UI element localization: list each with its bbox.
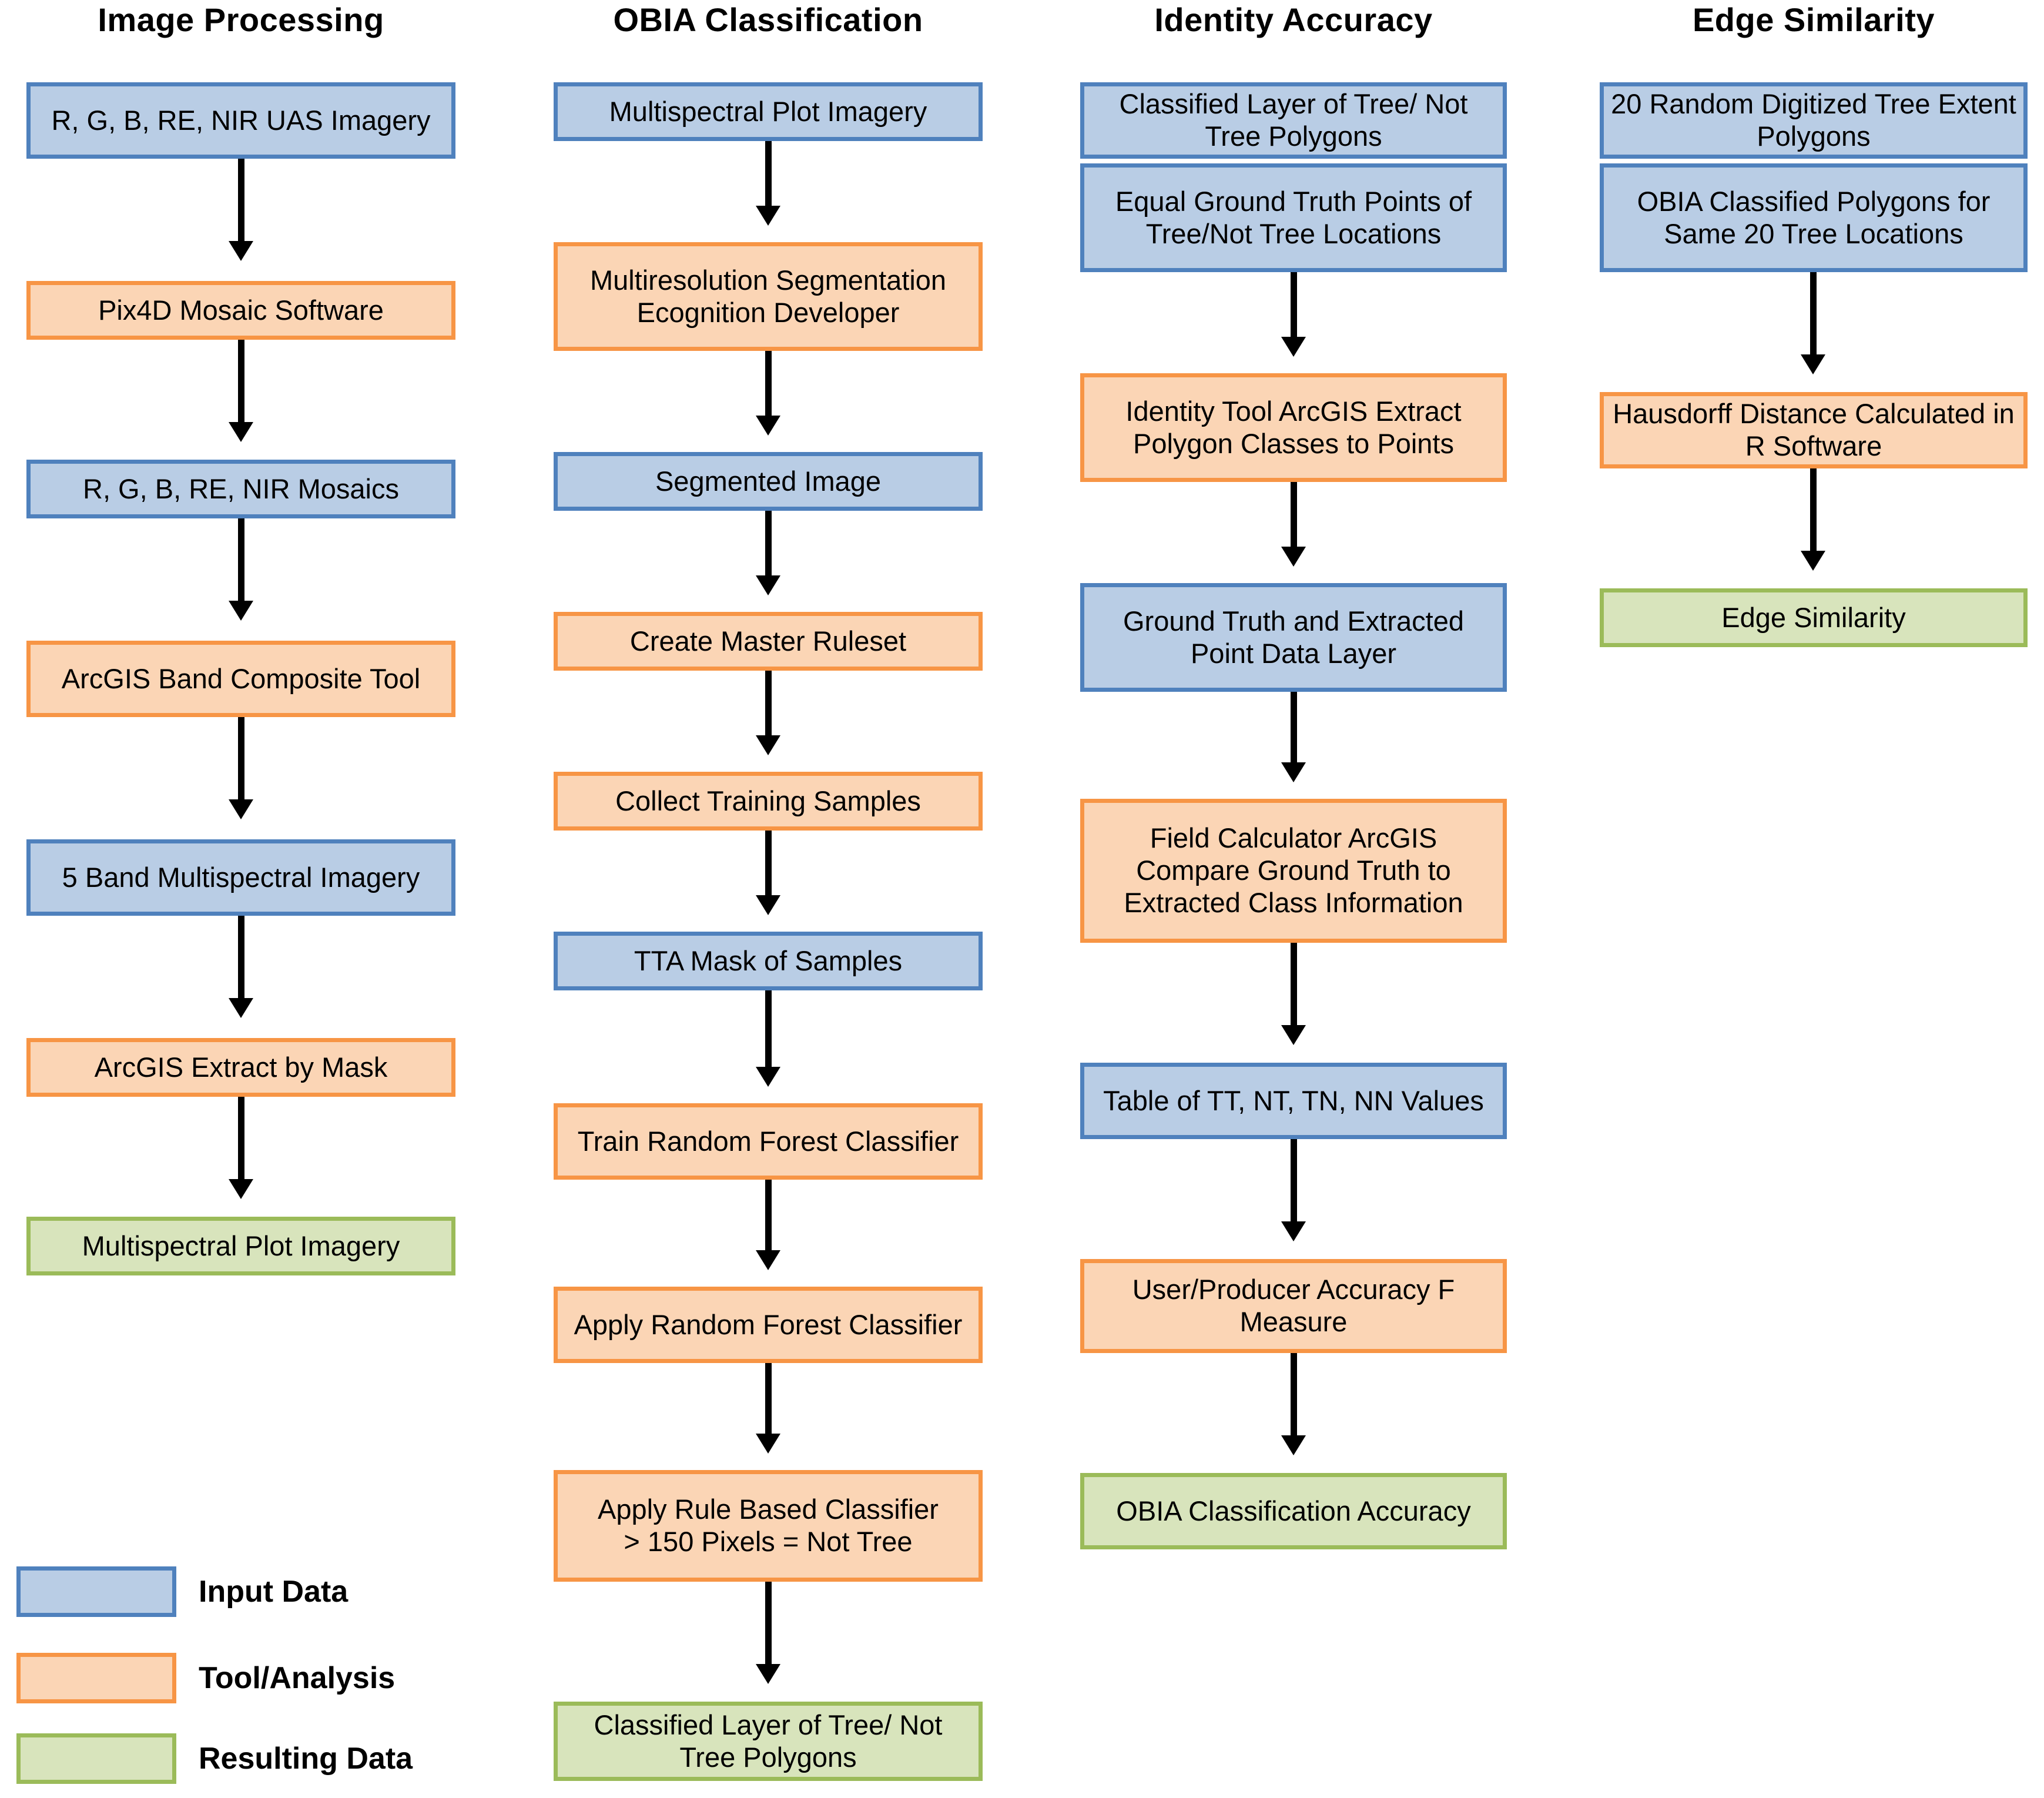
legend-swatch-tool-analysis xyxy=(16,1653,176,1703)
node-segmented-image[interactable]: Segmented Image xyxy=(554,452,983,511)
column-title-image-processing: Image Processing xyxy=(98,1,384,38)
node-arcgis-extract-by-mask[interactable]: ArcGIS Extract by Mask xyxy=(26,1038,455,1097)
node-classified-layer-tree-not-tree-polygons-result[interactable]: Classified Layer of Tree/ Not Tree Polyg… xyxy=(554,1702,983,1781)
node-hausdorff-distance-calculated-in-r[interactable]: Hausdorff Distance Calculated in R Softw… xyxy=(1600,392,2028,468)
column-title-edge-similarity: Edge Similarity xyxy=(1692,1,1935,38)
node-arcgis-band-composite-tool[interactable]: ArcGIS Band Composite Tool xyxy=(26,641,455,717)
node-collect-training-samples[interactable]: Collect Training Samples xyxy=(554,772,983,831)
legend-swatch-input-data xyxy=(16,1566,176,1617)
column-title-obia-classification: OBIA Classification xyxy=(613,1,923,38)
node-user-producer-accuracy-f-measure[interactable]: User/Producer Accuracy F Measure xyxy=(1080,1259,1507,1353)
node-20-random-digitized-tree-extent-polygons[interactable]: 20 Random Digitized Tree Extent Polygons xyxy=(1600,82,2028,159)
node-obia-classified-polygons-same-20-tree-locations[interactable]: OBIA Classified Polygons for Same 20 Tre… xyxy=(1600,163,2028,272)
node-identity-tool-arcgis[interactable]: Identity Tool ArcGIS Extract Polygon Cla… xyxy=(1080,373,1507,482)
node-create-master-ruleset[interactable]: Create Master Ruleset xyxy=(554,612,983,671)
legend-swatch-resulting-data xyxy=(16,1733,176,1784)
node-ground-truth-extracted-point-data-layer[interactable]: Ground Truth and Extracted Point Data La… xyxy=(1080,583,1507,692)
node-equal-ground-truth-points[interactable]: Equal Ground Truth Points of Tree/Not Tr… xyxy=(1080,163,1507,272)
node-train-random-forest-classifier[interactable]: Train Random Forest Classifier xyxy=(554,1103,983,1180)
node-rgb-re-nir-uas-imagery[interactable]: R, G, B, RE, NIR UAS Imagery xyxy=(26,82,455,159)
node-apply-random-forest-classifier[interactable]: Apply Random Forest Classifier xyxy=(554,1287,983,1363)
node-5-band-multispectral-imagery[interactable]: 5 Band Multispectral Imagery xyxy=(26,839,455,916)
node-obia-classification-accuracy[interactable]: OBIA Classification Accuracy xyxy=(1080,1473,1507,1549)
node-table-tt-nt-tn-nn-values[interactable]: Table of TT, NT, TN, NN Values xyxy=(1080,1063,1507,1139)
node-rgb-re-nir-mosaics[interactable]: R, G, B, RE, NIR Mosaics xyxy=(26,460,455,518)
node-apply-rule-based-classifier[interactable]: Apply Rule Based Classifier > 150 Pixels… xyxy=(554,1470,983,1582)
node-edge-similarity-result[interactable]: Edge Similarity xyxy=(1600,588,2028,647)
node-classified-layer-tree-not-tree-polygons-input[interactable]: Classified Layer of Tree/ Not Tree Polyg… xyxy=(1080,82,1507,159)
node-multispectral-plot-imagery-input[interactable]: Multispectral Plot Imagery xyxy=(554,82,983,141)
column-title-identity-accuracy: Identity Accuracy xyxy=(1154,1,1433,38)
node-tta-mask-of-samples[interactable]: TTA Mask of Samples xyxy=(554,932,983,990)
legend-label-resulting-data: Resulting Data xyxy=(199,1742,413,1776)
node-field-calculator-arcgis[interactable]: Field Calculator ArcGIS Compare Ground T… xyxy=(1080,799,1507,943)
node-multispectral-plot-imagery-result[interactable]: Multispectral Plot Imagery xyxy=(26,1217,455,1275)
node-label-line: Apply Rule Based Classifier > 150 Pixels… xyxy=(598,1494,939,1557)
legend-label-tool-analysis: Tool/Analysis xyxy=(199,1661,396,1695)
node-pix4d-mosaic-software[interactable]: Pix4D Mosaic Software xyxy=(26,281,455,340)
node-multiresolution-segmentation-ecognition-developer[interactable]: Multiresolution Segmentation Ecognition … xyxy=(554,242,983,351)
legend-label-input-data: Input Data xyxy=(199,1575,349,1609)
